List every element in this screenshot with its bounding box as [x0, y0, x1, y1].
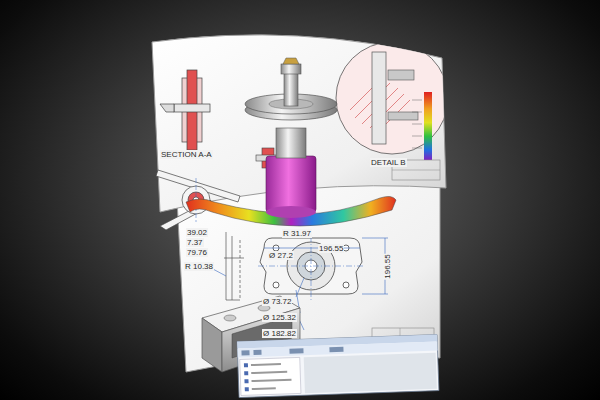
- dimension-label: R 10.38: [184, 262, 214, 271]
- dimension-label: 7.37: [186, 238, 204, 247]
- dimension-label: 196.55: [318, 244, 344, 253]
- view-label: DETAIL B: [370, 158, 407, 167]
- dimension-label: Ø 73.72: [262, 297, 292, 306]
- dimension-label: Ø 182.82: [262, 329, 297, 338]
- dimension-label: 196.55: [383, 253, 392, 279]
- dimension-label: Ø 27.2: [268, 251, 294, 260]
- dimension-label: 39.02: [186, 228, 208, 237]
- dimension-label: 79.76: [186, 248, 208, 257]
- dimension-label: Ø 125.32: [262, 313, 297, 322]
- view-label: SECTION A-A: [160, 150, 213, 159]
- dimension-label: R 31.97: [282, 229, 312, 238]
